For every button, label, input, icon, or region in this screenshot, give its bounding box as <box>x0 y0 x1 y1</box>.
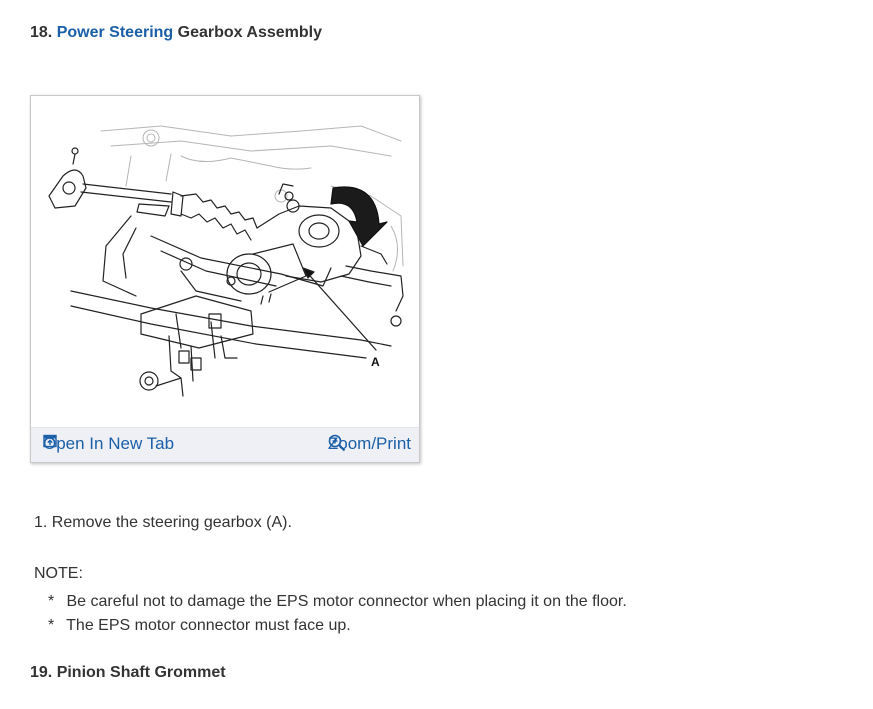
power-steering-link[interactable]: Power Steering <box>56 24 174 41</box>
note-item: * The EPS motor connector must face up. <box>48 614 627 638</box>
note-label: NOTE: <box>34 565 83 582</box>
open-in-new-tab-button[interactable]: Open In New Tab <box>43 434 174 454</box>
asterisk-bullet: * <box>48 593 55 610</box>
open-in-new-tab-icon <box>43 434 57 448</box>
note-item: * Be careful not to damage the EPS motor… <box>48 590 627 614</box>
section-18-heading: 18. Power Steering Gearbox Assembly <box>30 24 322 42</box>
asterisk-bullet: * <box>48 617 55 634</box>
open-in-new-tab-label: Open In New Tab <box>43 434 175 453</box>
gearbox-figure: A Open In New Tab Zoom/Print <box>30 95 420 463</box>
note-item-text: The EPS motor connector must face up. <box>66 617 351 634</box>
step-1-text: 1. Remove the steering gearbox (A). <box>34 514 292 531</box>
magnifier-plus-icon <box>328 434 346 452</box>
steering-gearbox-illustration: A <box>48 125 404 397</box>
figure-toolbar: Open In New Tab Zoom/Print <box>31 427 419 462</box>
section-19-heading: 19. Pinion Shaft Grommet <box>30 664 226 681</box>
note-list: * Be careful not to damage the EPS motor… <box>48 590 627 638</box>
note-item-text: Be careful not to damage the EPS motor c… <box>66 593 627 610</box>
section-18-number: 18. <box>30 24 53 41</box>
zoom-print-label: Zoom/Print <box>327 434 411 453</box>
callout-label-a: A <box>371 355 380 369</box>
section-18-title-rest: Gearbox Assembly <box>177 24 322 41</box>
zoom-print-button[interactable]: Zoom/Print <box>328 434 411 454</box>
